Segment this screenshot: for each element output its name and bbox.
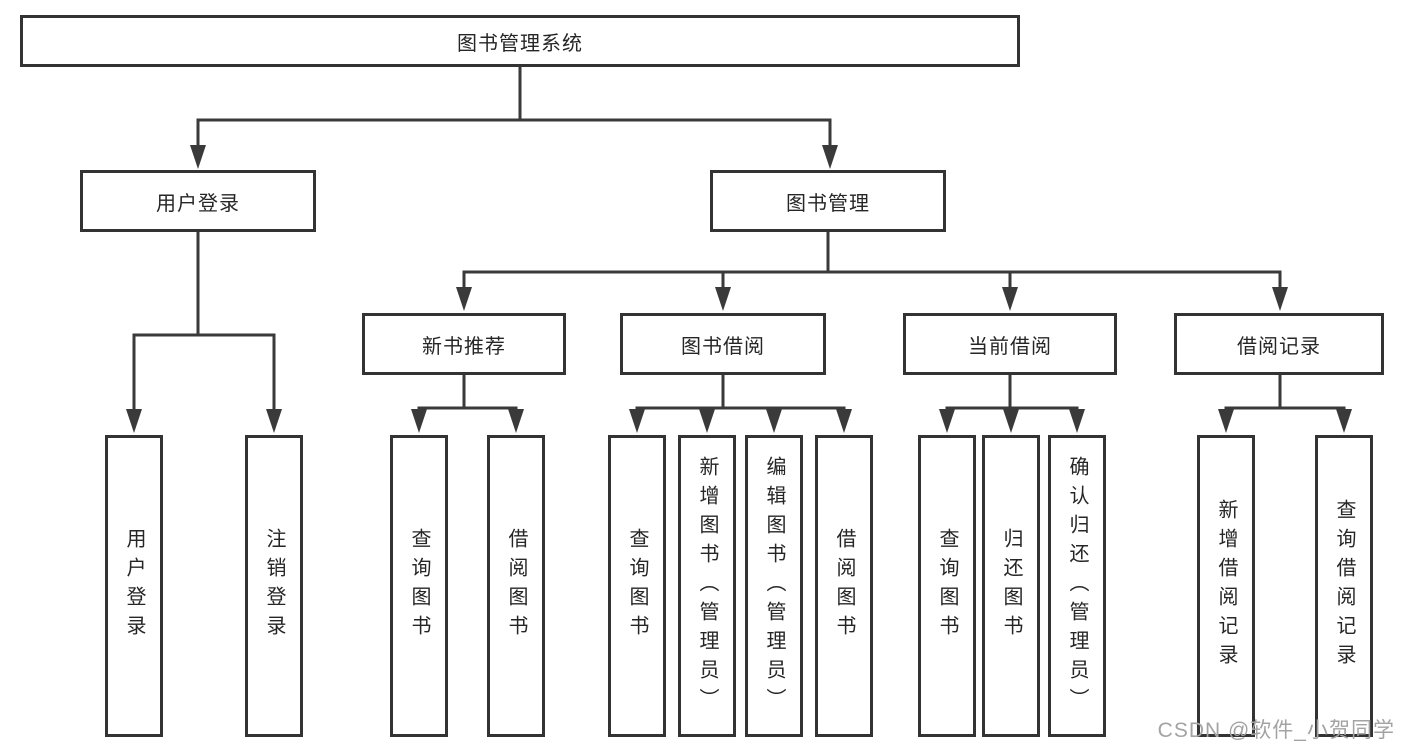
connector-root-to-level2 [196, 67, 832, 147]
leaf-confirm-return-admin: 确认归还（管理员） [1048, 435, 1106, 737]
node-borrow-records: 借阅记录 [1174, 313, 1384, 375]
node-user-login: 用户登录 [80, 170, 316, 232]
leaf-user-login-label: 用户登录 [123, 528, 145, 644]
leaf-borrow-books: 借阅图书 [815, 435, 873, 737]
node-book-borrow: 图书借阅 [620, 313, 826, 375]
leaf-logout: 注销登录 [245, 435, 303, 737]
leaf-edit-books-admin: 编辑图书（管理员） [745, 435, 803, 737]
leaf-return-books: 归还图书 [982, 435, 1040, 737]
leaf-logout-label: 注销登录 [263, 528, 285, 644]
leaf-borrow-books-recommend-label: 借阅图书 [505, 528, 527, 644]
leaf-query-books-recommend-label: 查询图书 [408, 528, 430, 644]
leaf-borrow-books-recommend: 借阅图书 [487, 435, 545, 737]
leaf-query-books-recommend: 查询图书 [390, 435, 448, 737]
node-current-borrow: 当前借阅 [903, 313, 1117, 375]
connector-currentborrow-to-leaves [945, 375, 1079, 412]
leaf-query-borrow-record-label: 查询借阅记录 [1333, 499, 1355, 673]
leaf-add-books-admin-label: 新增图书（管理员） [696, 455, 718, 717]
connector-bookmgmt-to-level3 [462, 232, 1282, 288]
leaf-query-books-current-label: 查询图书 [936, 528, 958, 644]
leaf-edit-books-admin-label: 编辑图书（管理员） [763, 455, 785, 717]
leaf-add-borrow-record-label: 新增借阅记录 [1215, 499, 1237, 673]
connector-newbook-to-leaves [417, 375, 518, 412]
node-book-management: 图书管理 [710, 170, 946, 232]
leaf-borrow-books-label: 借阅图书 [833, 528, 855, 644]
leaf-add-borrow-record: 新增借阅记录 [1197, 435, 1255, 737]
leaf-add-books-admin: 新增图书（管理员） [678, 435, 736, 737]
node-new-book-recommend: 新书推荐 [362, 313, 566, 375]
node-book-management-system: 图书管理系统 [20, 15, 1020, 67]
leaf-query-books-current: 查询图书 [918, 435, 976, 737]
connector-records-to-leaves [1224, 375, 1346, 412]
leaf-user-login: 用户登录 [105, 435, 163, 737]
leaf-return-books-label: 归还图书 [1000, 528, 1022, 644]
connector-bookborrow-to-leaves [635, 375, 846, 412]
connector-userlogin-to-leaves [132, 232, 276, 410]
leaf-query-books-borrow: 查询图书 [608, 435, 666, 737]
csdn-watermark: CSDN @软件_小贺同学 [1157, 719, 1395, 742]
leaf-confirm-return-admin-label: 确认归还（管理员） [1066, 455, 1088, 717]
leaf-query-books-borrow-label: 查询图书 [626, 528, 648, 644]
arrowheads [126, 145, 1352, 433]
leaf-query-borrow-record: 查询借阅记录 [1315, 435, 1373, 737]
